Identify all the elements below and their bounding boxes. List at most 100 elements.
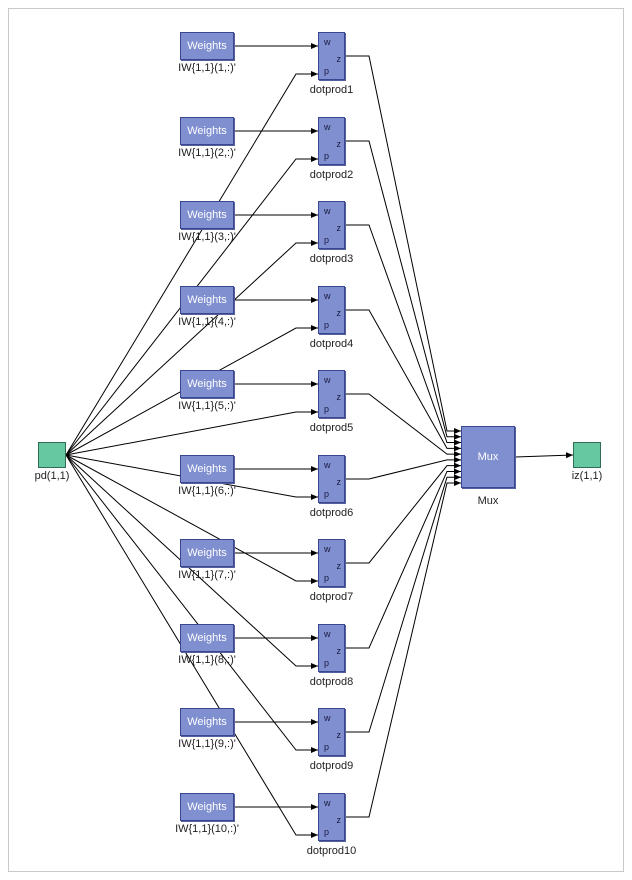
weights-label-10: IW{1,1}(10,:)' <box>175 823 239 835</box>
wire-input-to-dotprod-6 <box>65 454 318 500</box>
dotprod-label-6: dotprod6 <box>309 507 354 519</box>
weights-block-8[interactable]: Weights <box>180 624 234 652</box>
weights-label-7: IW{1,1}(7,:)' <box>178 569 236 581</box>
dotprod-port-w: w <box>324 798 331 808</box>
wire-dotprod-to-mux-3 <box>345 224 461 446</box>
weights-block-3[interactable]: Weights <box>180 201 234 229</box>
weights-block-text: Weights <box>187 378 227 390</box>
wire-mux-to-output <box>514 452 574 459</box>
dotprod-label-3: dotprod3 <box>309 253 354 265</box>
dotprod-port-z: z <box>336 308 342 318</box>
dotprod-port-p: p <box>324 320 330 330</box>
weights-label-1: IW{1,1}(1,:)' <box>178 62 236 74</box>
weights-block-5[interactable]: Weights <box>180 370 234 398</box>
weights-block-2[interactable]: Weights <box>180 117 234 145</box>
weights-label-9: IW{1,1}(9,:)' <box>178 738 236 750</box>
weights-block-text: Weights <box>187 716 227 728</box>
weights-label-8: IW{1,1}(8,:)' <box>178 654 236 666</box>
dotprod-port-z: z <box>336 646 342 656</box>
input-port-label: pd(1,1) <box>34 470 70 482</box>
dotprod-port-w: w <box>324 37 331 47</box>
dotprod-port-z: z <box>336 139 342 149</box>
weights-block-text: Weights <box>187 209 227 221</box>
weights-block-text: Weights <box>187 125 227 137</box>
mux-block-text: Mux <box>477 451 499 463</box>
wire-input-to-dotprod-5 <box>65 409 318 456</box>
dotprod-label-10: dotprod10 <box>306 845 357 857</box>
wire-input-to-dotprod-3 <box>65 240 318 456</box>
mux-label: Mux <box>477 495 499 507</box>
dotprod-port-w: w <box>324 713 331 723</box>
wire-dotprod-to-mux-10 <box>345 480 461 818</box>
weights-label-3: IW{1,1}(3,:)' <box>178 231 236 243</box>
weights-block-text: Weights <box>187 40 227 52</box>
output-port-iz[interactable] <box>573 442 601 468</box>
weights-block-1[interactable]: Weights <box>180 32 234 60</box>
weights-block-7[interactable]: Weights <box>180 539 234 567</box>
wire-input-to-dotprod-4 <box>65 325 318 456</box>
weights-block-6[interactable]: Weights <box>180 455 234 483</box>
wire-input-to-dotprod-10 <box>65 454 318 838</box>
dotprod-port-p: p <box>324 404 330 414</box>
wire-dotprod-to-mux-2 <box>345 140 461 440</box>
weights-label-5: IW{1,1}(5,:)' <box>178 400 236 412</box>
dotprod-label-4: dotprod4 <box>309 338 354 350</box>
diagram-frame <box>8 8 624 872</box>
dotprod-label-7: dotprod7 <box>309 591 354 603</box>
dotprod-port-w: w <box>324 460 331 470</box>
weights-block-text: Weights <box>187 294 227 306</box>
dotprod-label-9: dotprod9 <box>309 760 354 772</box>
wire-dotprod-to-mux-7 <box>345 462 461 564</box>
wire-dotprod-to-mux-8 <box>345 468 461 649</box>
dotprod-port-w: w <box>324 544 331 554</box>
weights-block-text: Weights <box>187 801 227 813</box>
wire-input-to-dotprod-2 <box>65 156 318 456</box>
weights-block-text: Weights <box>187 632 227 644</box>
dotprod-port-w: w <box>324 375 331 385</box>
input-port-pd[interactable] <box>38 442 66 468</box>
mux-block[interactable]: Mux <box>461 426 515 488</box>
weights-label-4: IW{1,1}(4,:)' <box>178 316 236 328</box>
dotprod-port-p: p <box>324 235 330 245</box>
dotprod-label-5: dotprod5 <box>309 422 354 434</box>
dotprod-port-z: z <box>336 392 342 402</box>
dotprod-port-w: w <box>324 206 331 216</box>
wire-dotprod-to-mux-4 <box>345 309 461 452</box>
dotprod-port-z: z <box>336 54 342 64</box>
wire-input-to-dotprod-8 <box>65 454 318 669</box>
dotprod-port-z: z <box>336 561 342 571</box>
weights-block-text: Weights <box>187 463 227 475</box>
dotprod-port-p: p <box>324 66 330 76</box>
weights-block-9[interactable]: Weights <box>180 708 234 736</box>
dotprod-label-1: dotprod1 <box>309 84 354 96</box>
dotprod-port-p: p <box>324 489 330 499</box>
dotprod-port-p: p <box>324 827 330 837</box>
weights-label-2: IW{1,1}(2,:)' <box>178 147 236 159</box>
wire-dotprod-to-mux-9 <box>345 474 461 733</box>
dotprod-label-2: dotprod2 <box>309 169 354 181</box>
dotprod-port-w: w <box>324 122 331 132</box>
weights-block-10[interactable]: Weights <box>180 793 234 821</box>
wire-input-to-dotprod-1 <box>65 71 318 456</box>
wire-dotprod-to-mux-5 <box>345 393 461 458</box>
dotprod-port-z: z <box>336 730 342 740</box>
wire-input-to-dotprod-9 <box>65 454 318 753</box>
dotprod-port-p: p <box>324 151 330 161</box>
weights-block-text: Weights <box>187 547 227 559</box>
dotprod-port-p: p <box>324 742 330 752</box>
output-port-label: iz(1,1) <box>571 470 603 482</box>
weights-block-4[interactable]: Weights <box>180 286 234 314</box>
dotprod-port-z: z <box>336 477 342 487</box>
wire-dotprod-to-mux-6 <box>345 456 461 480</box>
